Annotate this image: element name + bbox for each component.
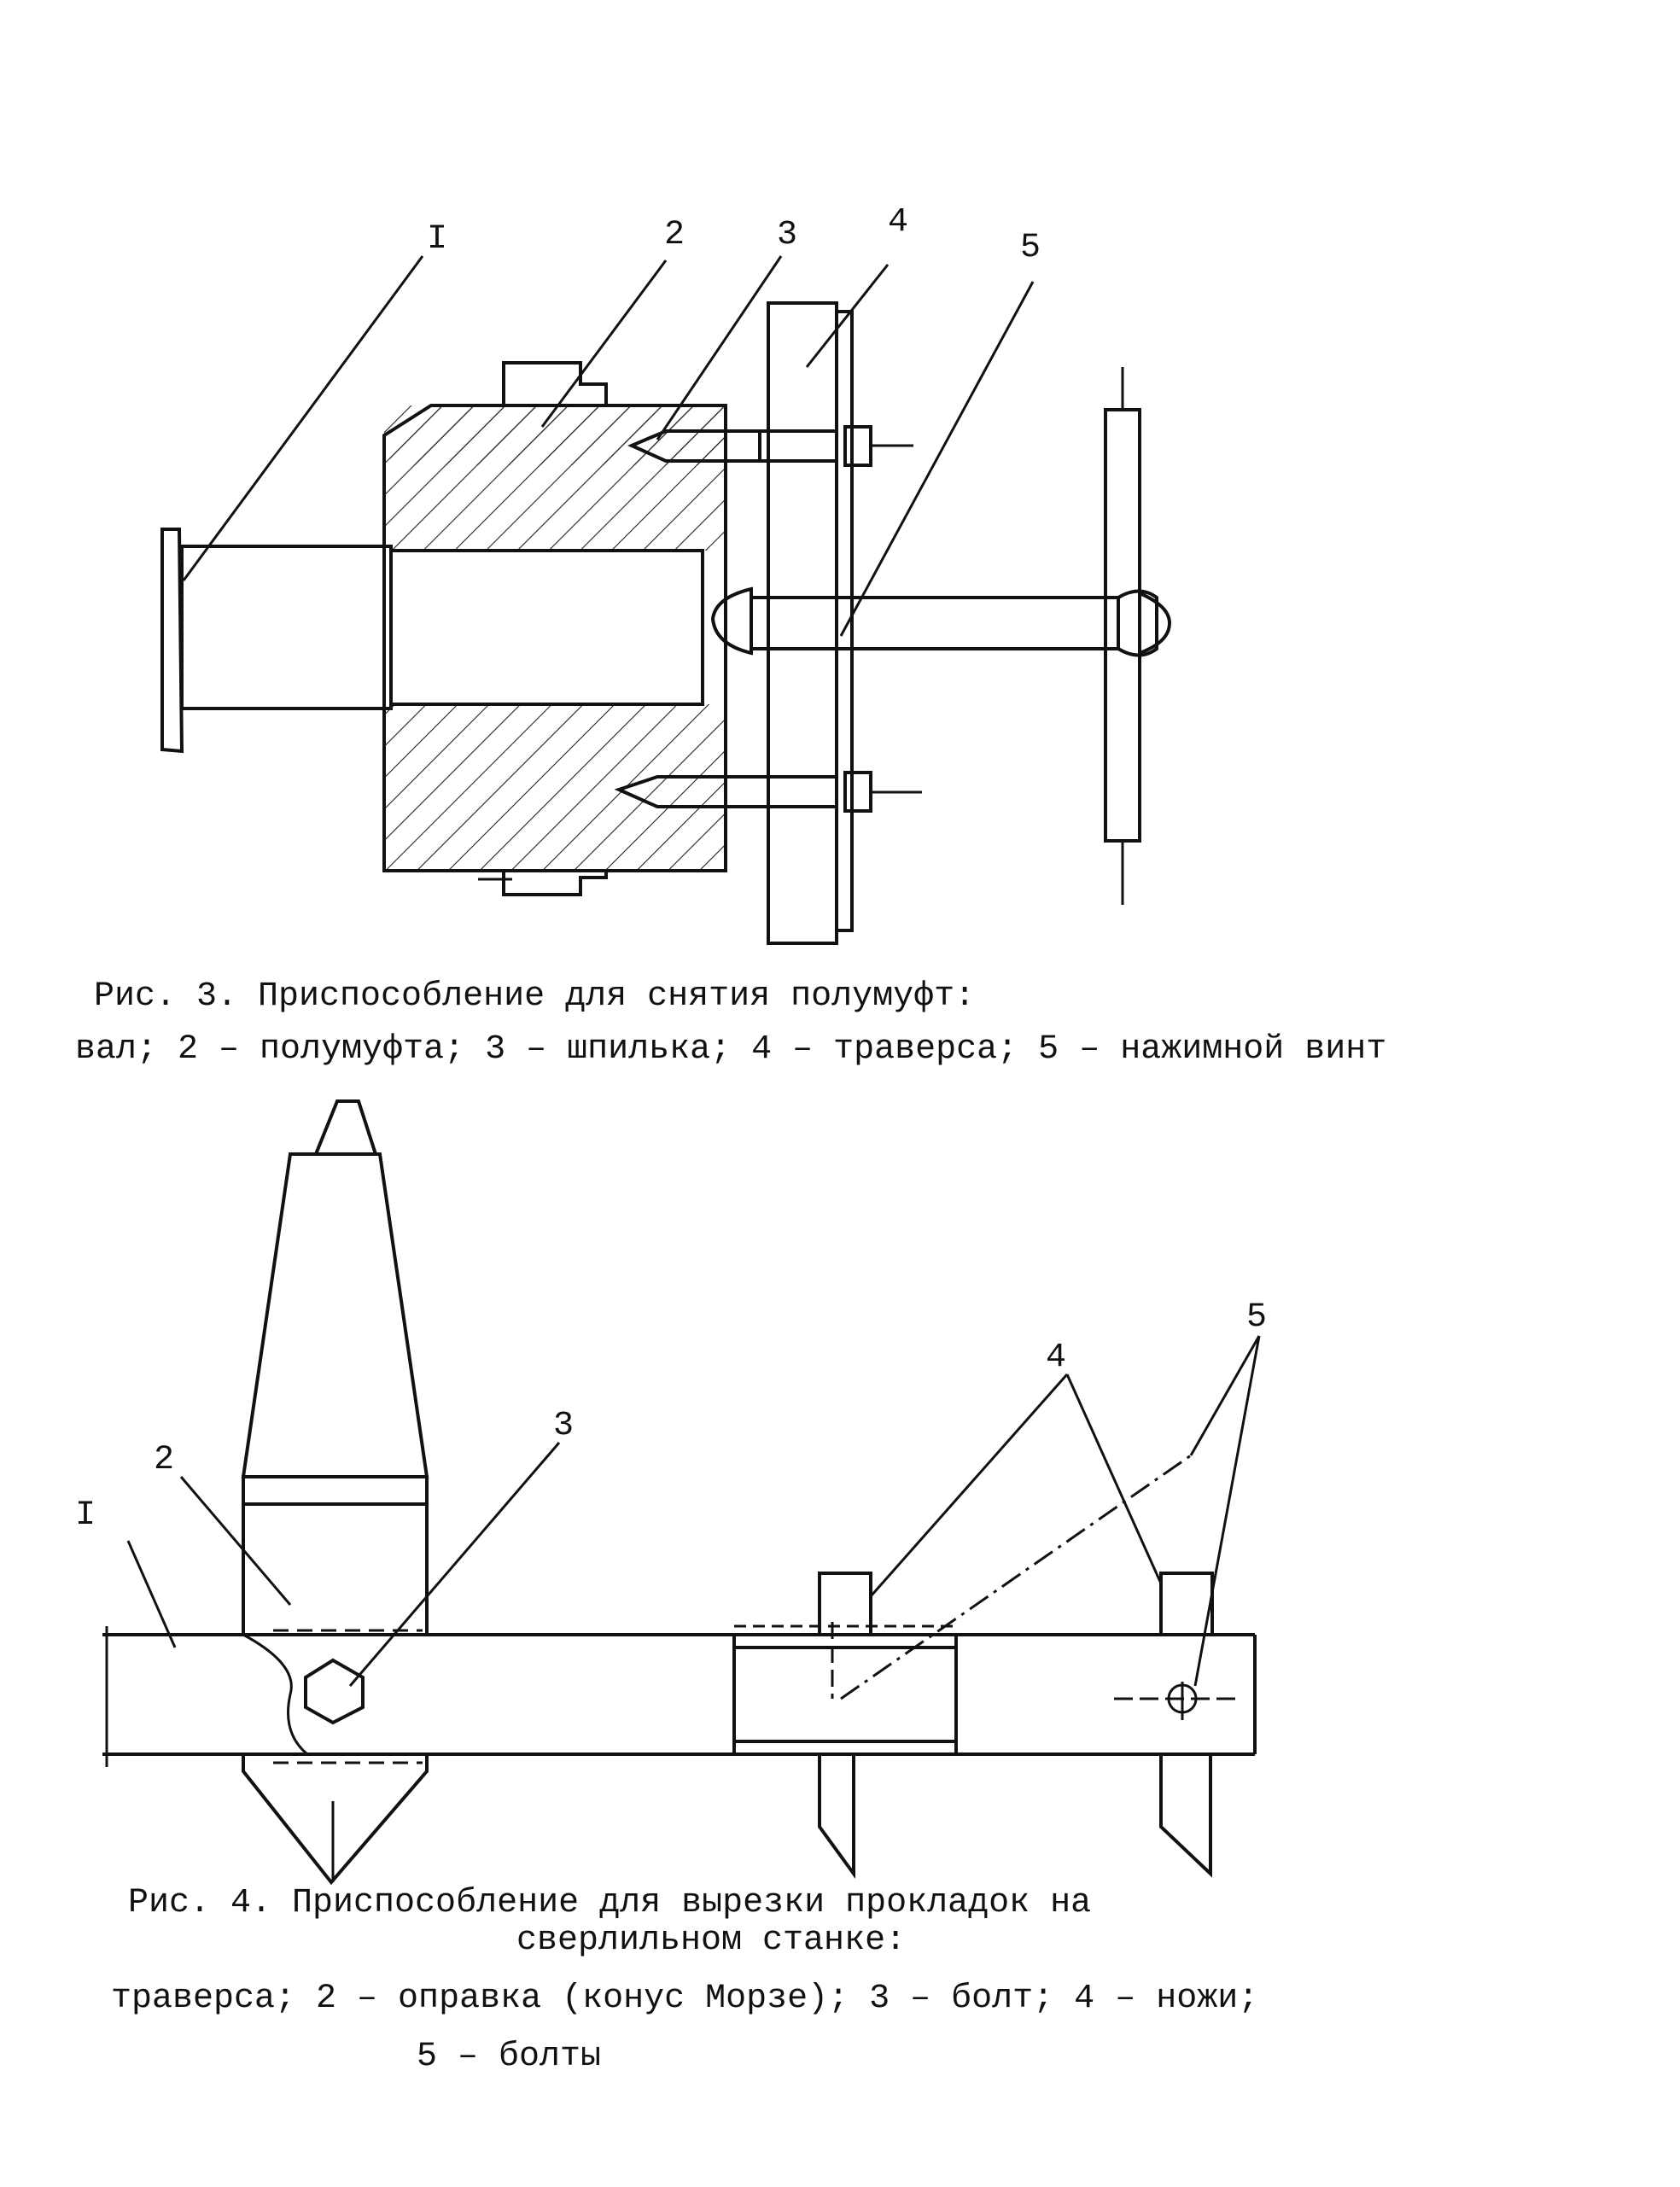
fig3-label-4: 4: [888, 203, 908, 242]
traverse-part-1: [102, 1626, 1257, 1767]
bolt-part-3: [304, 1658, 365, 1725]
figure-4-caption-legend-line2: 5 – болты: [417, 2038, 602, 2076]
half-coupling-part-2: [382, 361, 727, 896]
figure-4-caption-title-line1: Рис. 4. Приспособление для вырезки прокл…: [128, 1884, 1092, 1922]
figure-4-caption-legend-line1: траверса; 2 – оправка (конус Морзе); 3 –…: [111, 1980, 1259, 2018]
fig3-label-1: I: [427, 220, 447, 259]
figure-3-caption-legend: вал; 2 – полумуфта; 3 – шпилька; 4 – тра…: [75, 1030, 1387, 1069]
traverse-part-4: [767, 301, 854, 945]
figure-3-leader-lines: [182, 255, 1035, 637]
fig4-label-5: 5: [1246, 1298, 1267, 1337]
figure-4-caption-title-line2: сверлильном станке:: [516, 1922, 907, 1960]
mandrel-morse-taper-part-2: [241, 1099, 429, 1886]
fig3-label-2: 2: [664, 216, 685, 254]
fig3-label-5: 5: [1020, 229, 1041, 267]
knives-part-4: [818, 1572, 1214, 1880]
fig4-label-3: 3: [553, 1407, 574, 1445]
bolts-part-5: [840, 1454, 1238, 1720]
knife-carriage: [732, 1624, 958, 1756]
figure-4-leader-lines: [126, 1335, 1261, 1687]
fig3-label-3: 3: [777, 216, 797, 254]
figure-4-drawing: I 2 3 4 5: [75, 1099, 1267, 1886]
figure-3-drawing: I 2 3 4 5: [160, 203, 1172, 945]
fig4-label-2: 2: [154, 1441, 174, 1479]
figure-3-caption-title: Рис. 3. Приспособление для снятия полуму…: [94, 977, 976, 1016]
pressure-screw-part-5: [710, 367, 1172, 905]
fig4-label-4: 4: [1046, 1338, 1066, 1377]
fig4-label-1: I: [75, 1496, 96, 1535]
